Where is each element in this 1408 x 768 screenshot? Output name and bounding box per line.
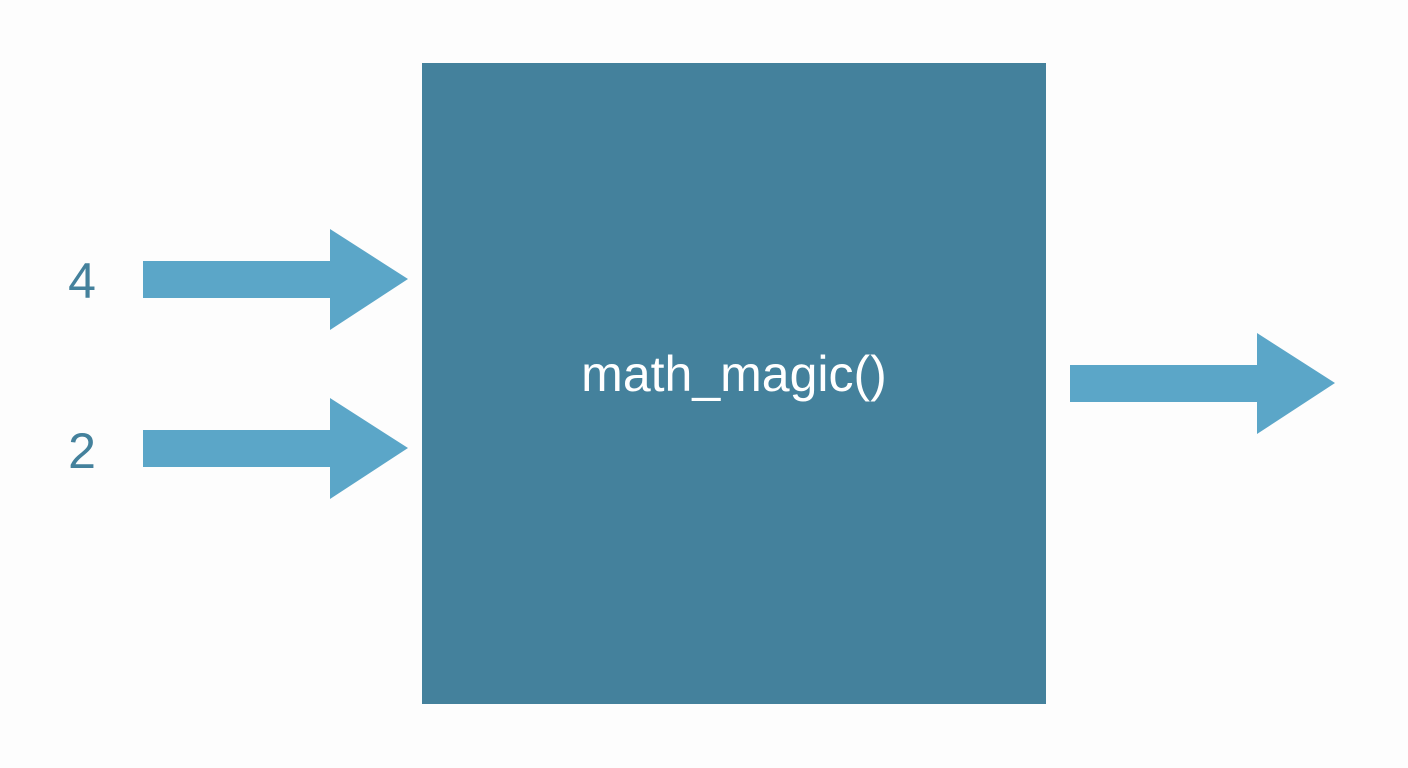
- input-arrow-1: [143, 229, 408, 330]
- input-value-1: 4: [68, 253, 96, 309]
- output-arrow: [1070, 333, 1335, 434]
- input-arrow-2: [143, 398, 408, 499]
- function-name: math_magic(): [581, 345, 887, 402]
- function-box: math_magic(): [422, 63, 1046, 704]
- input-value-2: 2: [68, 423, 96, 479]
